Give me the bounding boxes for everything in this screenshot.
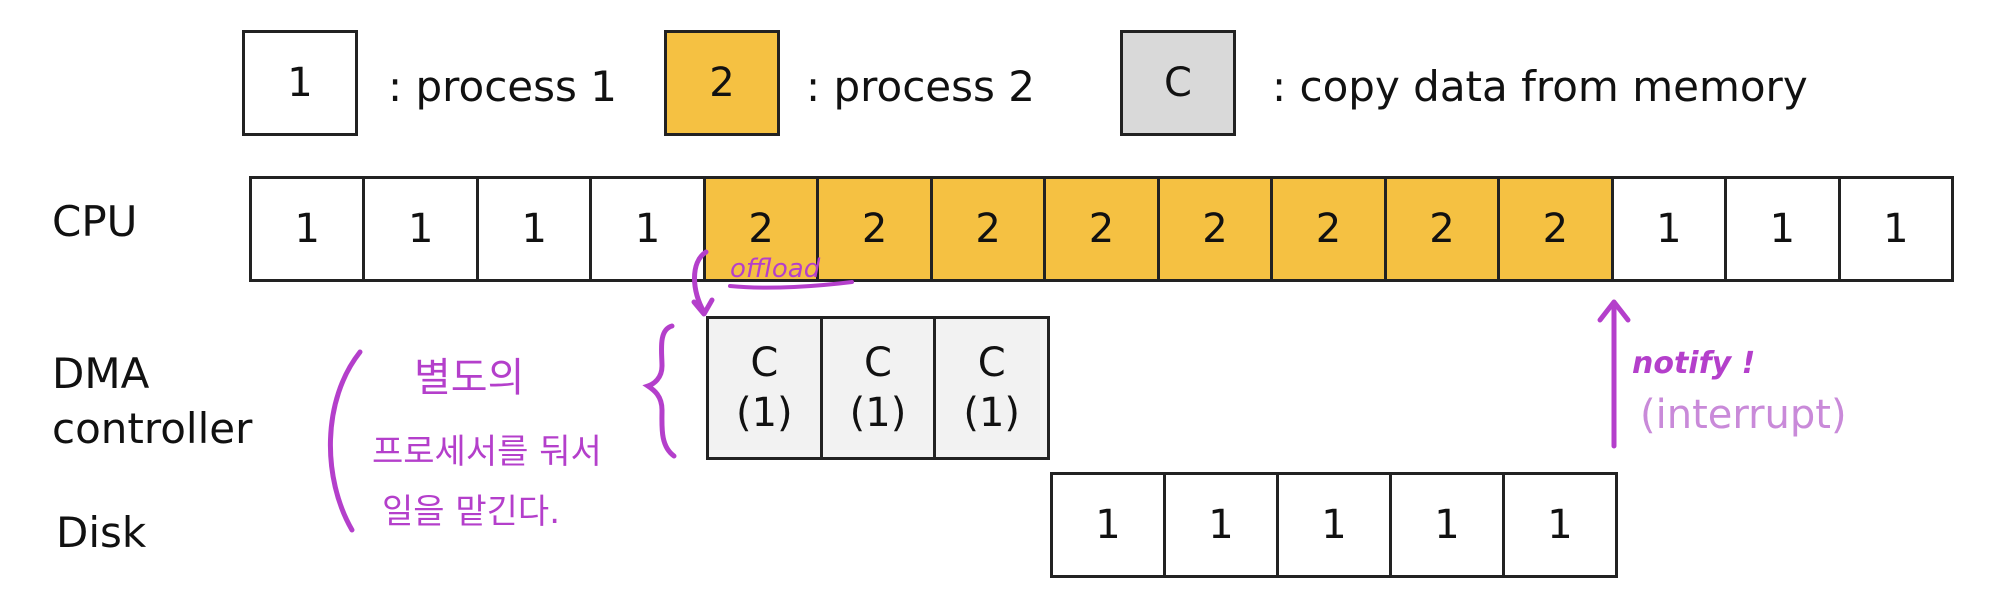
cpu-cell-10: 2 [1273, 179, 1387, 279]
cpu-row-label: CPU [52, 197, 138, 246]
notify-note: notify ! [1632, 346, 1756, 381]
dma-cell-2: C(1) [822, 319, 937, 457]
cpu-cell-12: 2 [1500, 179, 1614, 279]
dma-cell-top: C [864, 340, 892, 386]
offload-note: offload [730, 254, 821, 284]
offload-arrow-stroke [691, 249, 715, 317]
cpu-cell-6: 2 [819, 179, 933, 279]
cpu-cell-8: 2 [1046, 179, 1160, 279]
legend-copy-label: : copy data from memory [1272, 62, 1808, 111]
cpu-cell-4: 1 [592, 179, 706, 279]
dma-cell-top: C [977, 340, 1006, 386]
dma-cell-1: C(1) [709, 319, 823, 457]
cpu-cell-13: 1 [1613, 179, 1728, 279]
legend-copy-swatch: C [1120, 30, 1236, 136]
legend-process1-symbol: 1 [287, 60, 313, 106]
notify-arrow-stroke [1597, 299, 1631, 449]
dma-cell-bottom: (1) [736, 390, 793, 436]
dma-row-label: DMA controller [52, 346, 252, 457]
dma-timeline: C(1)C(1)C(1) [706, 316, 1050, 460]
cpu-cell-11: 2 [1386, 179, 1501, 279]
cpu-cell-5: 2 [705, 179, 820, 279]
dma-label-line1: DMA [52, 349, 150, 398]
disk-cell-1: 1 [1053, 475, 1166, 575]
dma-cell-top: C [750, 340, 779, 386]
dma-cell-3: C(1) [936, 319, 1048, 457]
dma-cell-bottom: (1) [963, 390, 1021, 436]
disk-cell-4: 1 [1392, 475, 1505, 575]
cpu-cell-7: 2 [932, 179, 1047, 279]
cpu-cell-14: 1 [1727, 179, 1841, 279]
legend-process1-swatch: 1 [242, 30, 358, 136]
korean-note-line2: 프로세서를 둬서 [372, 432, 602, 472]
cpu-cell-1: 1 [252, 179, 366, 279]
legend-process2-swatch: 2 [664, 30, 780, 136]
cpu-cell-9: 2 [1159, 179, 1274, 279]
left-paren-stroke [327, 349, 363, 533]
legend-process1-label: : process 1 [388, 62, 617, 111]
curly-brace-stroke [642, 323, 677, 459]
disk-cell-3: 1 [1279, 475, 1392, 575]
legend-copy-symbol: C [1164, 60, 1192, 106]
korean-note-line3: 일을 맡긴다. [382, 492, 561, 532]
disk-cell-5: 1 [1505, 475, 1615, 575]
cpu-cell-15: 1 [1840, 179, 1952, 279]
cpu-cell-3: 1 [478, 179, 593, 279]
offload-underline [728, 280, 854, 290]
legend-process2-symbol: 2 [709, 60, 735, 106]
interrupt-note: (interrupt) [1640, 392, 1847, 438]
korean-note-line1: 별도의 [414, 355, 525, 401]
dma-label-line2: controller [52, 404, 253, 454]
dma-cell-bottom: (1) [849, 390, 907, 436]
disk-row-label: Disk [56, 508, 147, 557]
cpu-cell-2: 1 [365, 179, 479, 279]
disk-cell-2: 1 [1166, 475, 1279, 575]
legend-process2-label: : process 2 [806, 62, 1035, 111]
